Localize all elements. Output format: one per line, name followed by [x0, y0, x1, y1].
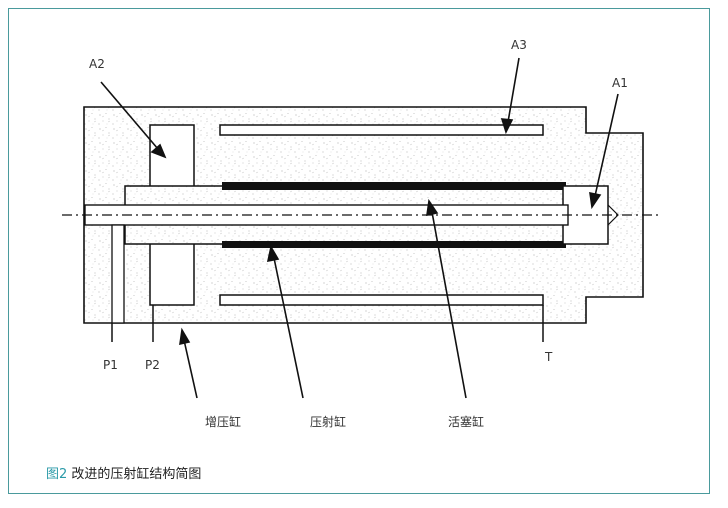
label-p2: P2 — [145, 358, 160, 372]
label-injection-cylinder: 压射缸 — [310, 414, 346, 429]
label-p1: P1 — [103, 358, 118, 372]
label-booster-cylinder: 增压缸 — [205, 414, 241, 429]
p1-port-channel — [111, 224, 125, 324]
label-piston-cylinder: 活塞缸 — [448, 414, 484, 429]
label-a2: A2 — [89, 57, 105, 71]
axis-tip — [607, 204, 619, 226]
leader-arrows — [100, 57, 619, 399]
bottom-channel — [219, 294, 544, 306]
label-a3: A3 — [511, 38, 527, 52]
upper-bore-wall — [222, 182, 566, 190]
top-channel — [219, 124, 544, 136]
label-t: T — [544, 350, 553, 364]
figure-caption: 图2 改进的压射缸结构简图 — [46, 463, 201, 482]
figure-number: 图2 — [46, 467, 68, 482]
figure-title: 改进的压射缸结构简图 — [71, 467, 202, 482]
lower-bore-wall — [222, 241, 566, 248]
label-a1: A1 — [612, 76, 628, 90]
